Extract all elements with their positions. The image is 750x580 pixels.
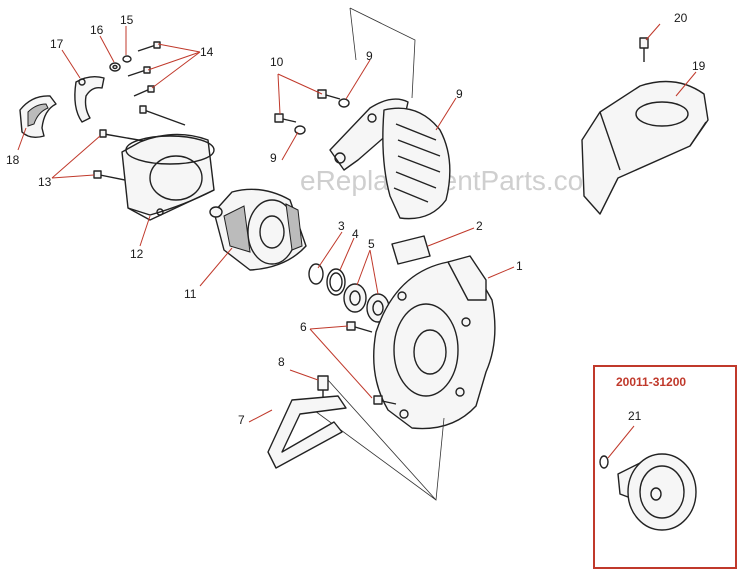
callout-9-top[interactable]: 9 — [366, 49, 373, 63]
part-15-washer[interactable] — [122, 55, 132, 63]
callout-9-right[interactable]: 9 — [456, 87, 463, 101]
callout-20[interactable]: 20 — [674, 11, 688, 25]
part-9-fan-bracket[interactable] — [329, 98, 451, 220]
kit-number: 20011-31200 — [616, 375, 686, 389]
callout-7[interactable]: 7 — [238, 413, 245, 427]
callout-13[interactable]: 13 — [38, 175, 52, 189]
callout-4[interactable]: 4 — [352, 227, 359, 241]
callout-16[interactable]: 16 — [90, 23, 104, 37]
callout-21[interactable]: 21 — [628, 409, 642, 423]
callout-2[interactable]: 2 — [476, 219, 483, 233]
part-1-housing[interactable] — [373, 255, 496, 430]
part-6-screws[interactable] — [346, 321, 397, 405]
part-4-ring[interactable] — [326, 268, 346, 296]
part-20-screw[interactable] — [639, 37, 649, 62]
kit-box — [593, 365, 737, 569]
callout-18[interactable]: 18 — [6, 153, 20, 167]
callout-10[interactable]: 10 — [270, 55, 284, 69]
callout-17[interactable]: 17 — [50, 37, 64, 51]
callout-8[interactable]: 8 — [278, 355, 285, 369]
part-16-washer[interactable] — [109, 62, 121, 72]
callout-9-left[interactable]: 9 — [270, 151, 277, 165]
part-11-flywheel[interactable] — [209, 188, 307, 271]
part-21-clutch-drum[interactable] — [599, 453, 697, 531]
part-2-gasket[interactable] — [391, 235, 431, 265]
part-17-bracket[interactable] — [74, 75, 105, 123]
callout-5[interactable]: 5 — [368, 237, 375, 251]
part-3-snap-ring[interactable] — [308, 263, 324, 285]
leader-lines — [17, 23, 697, 459]
part-14-screws[interactable] — [127, 41, 161, 97]
part-5-bearings[interactable] — [343, 283, 390, 323]
callouts: 1 2 3 4 5 6 7 8 9 9 9 10 11 12 13 14 15 … — [6, 11, 706, 427]
callout-1[interactable]: 1 — [516, 259, 523, 273]
callout-6[interactable]: 6 — [300, 320, 307, 334]
callout-11[interactable]: 11 — [184, 287, 197, 301]
watermark-text: eReplacementParts.com — [300, 165, 607, 196]
callout-19[interactable]: 19 — [692, 59, 706, 73]
part-19-cover[interactable] — [581, 80, 709, 215]
part-7-frame[interactable] — [267, 395, 347, 469]
part-9-washers[interactable] — [294, 98, 350, 135]
callout-15[interactable]: 15 — [120, 13, 134, 27]
callout-14[interactable]: 14 — [200, 45, 214, 59]
part-18-clutch-shoe[interactable] — [19, 95, 57, 139]
callout-3[interactable]: 3 — [338, 219, 345, 233]
part-10-screws[interactable] — [274, 89, 341, 123]
callout-12[interactable]: 12 — [130, 247, 144, 261]
part-12-housing[interactable] — [121, 133, 215, 221]
